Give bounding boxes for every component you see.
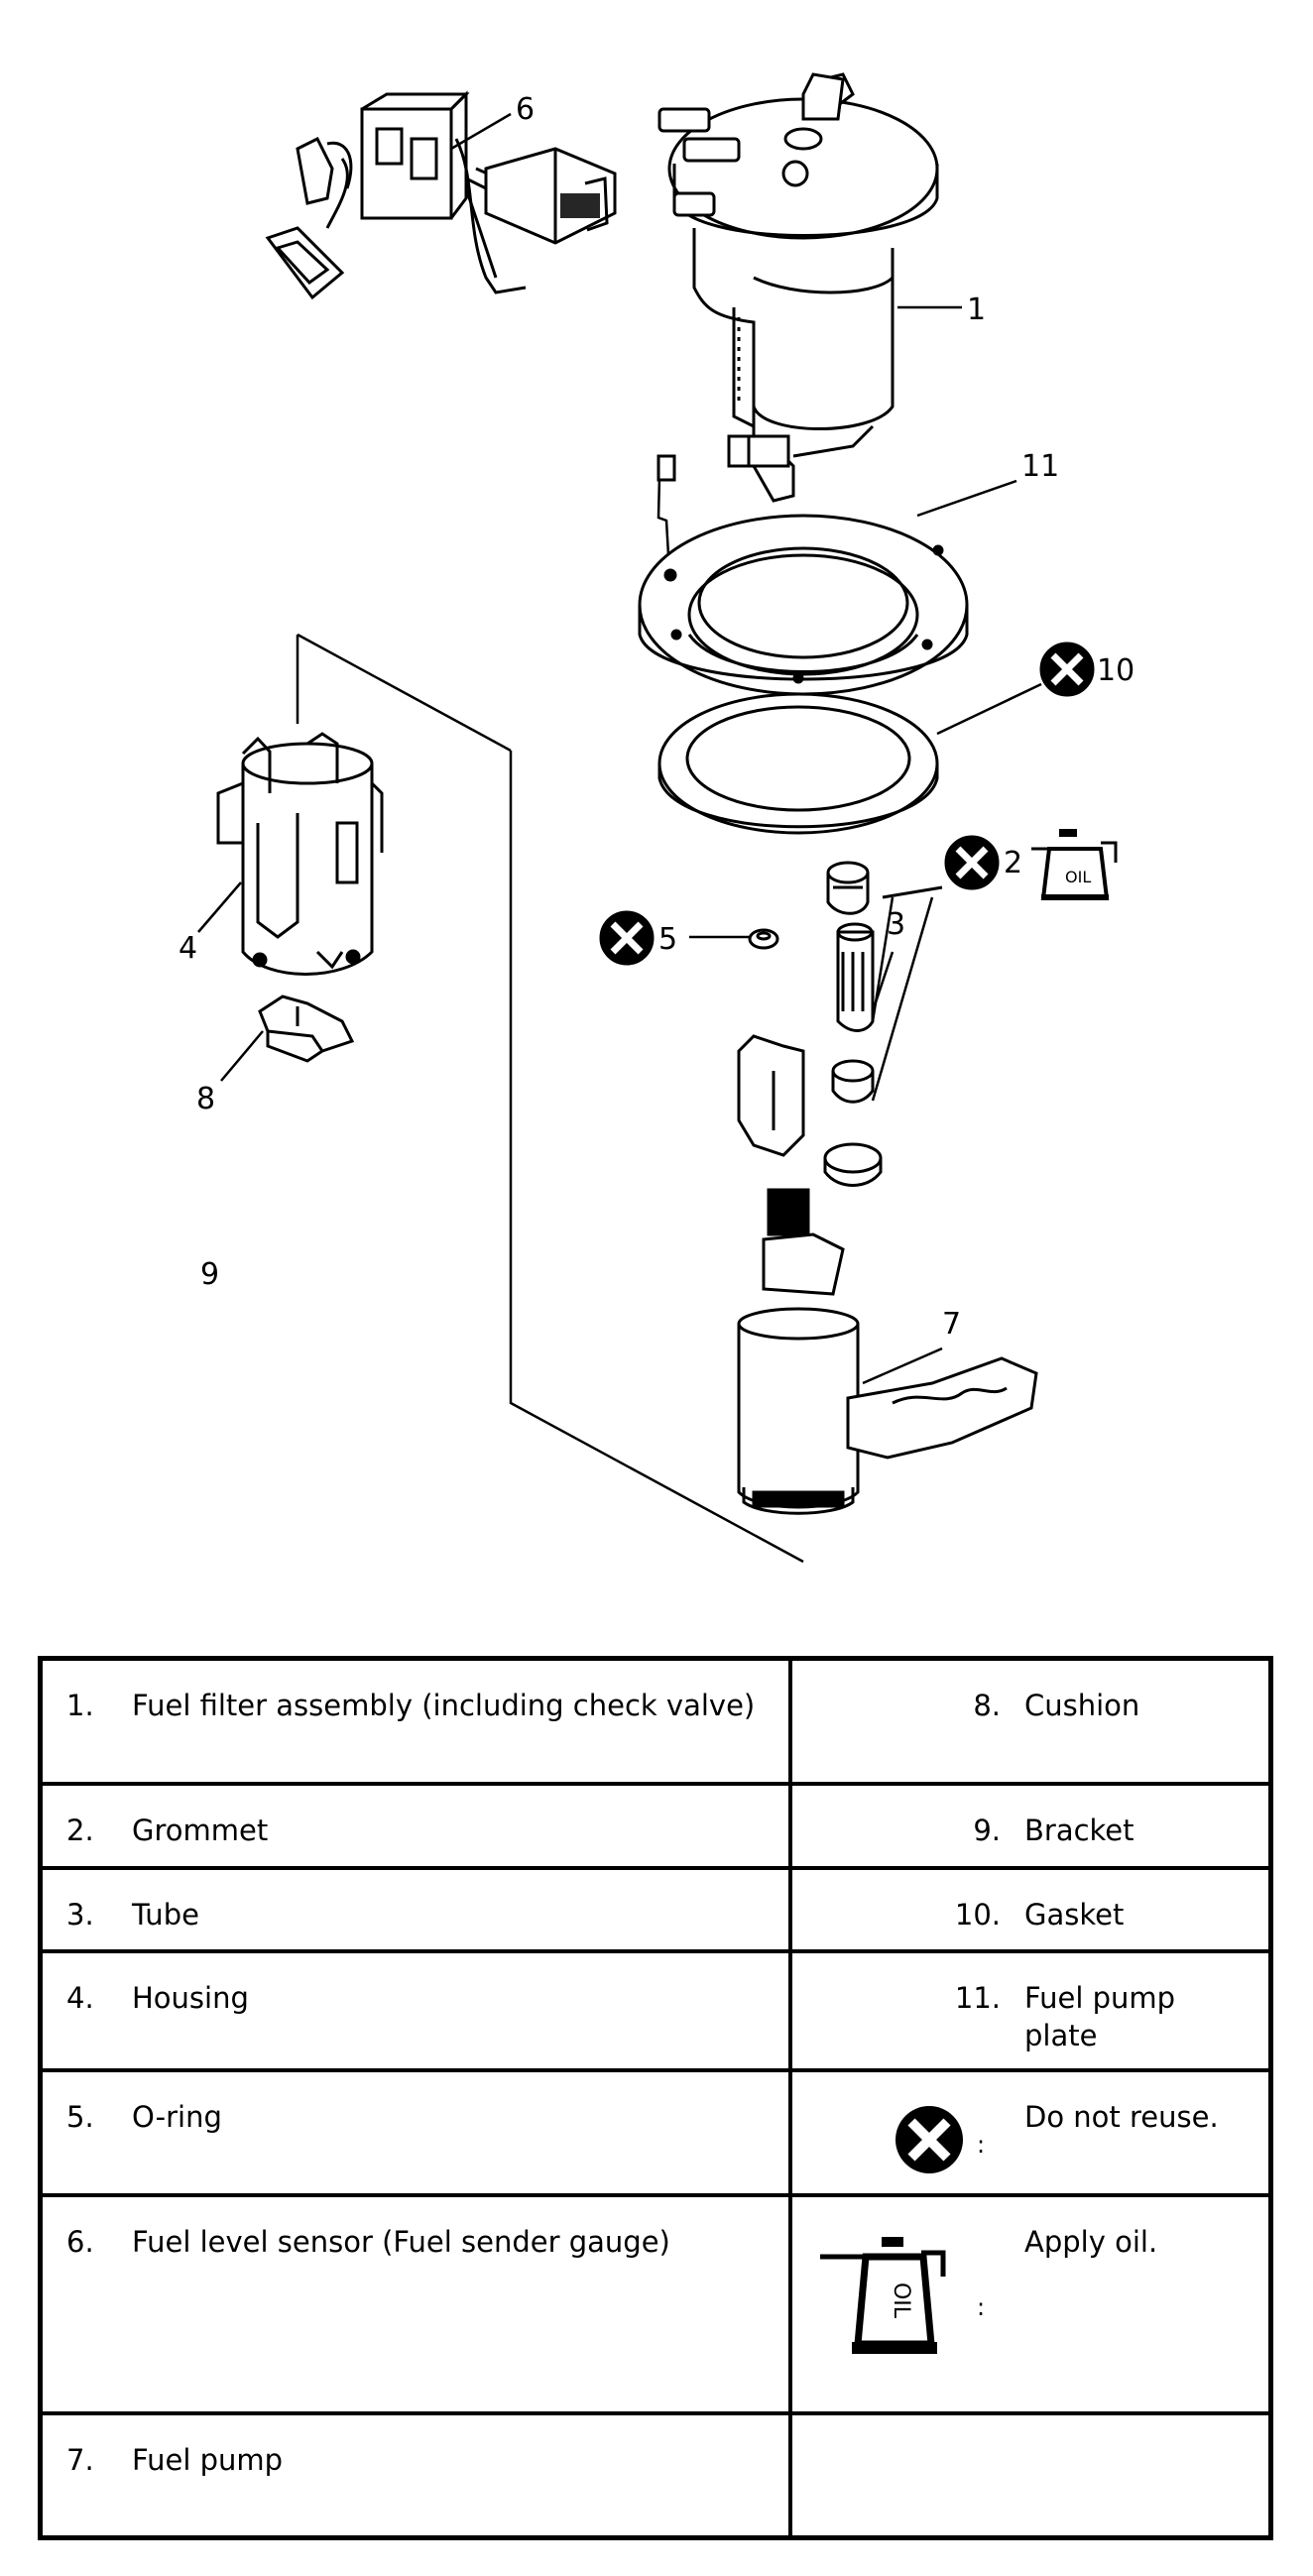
legend-row: 1. Fuel filter assembly (including check… <box>43 1661 1268 1782</box>
housing-drawing <box>197 732 384 976</box>
fuel-level-sensor-drawing <box>265 90 617 300</box>
o-ring-drawing <box>689 928 779 950</box>
legend-label: Grommet <box>132 1814 269 1847</box>
fuel-pump-drawing <box>737 1034 1038 1515</box>
do-not-reuse-icon <box>895 2106 963 2173</box>
callout-10: 10 <box>1097 653 1134 688</box>
legend-row: 3. Tube 10. Gasket <box>43 1866 1268 1949</box>
legend-number: 8. <box>973 1689 1001 1722</box>
callout-4: 4 <box>179 931 197 966</box>
do-not-reuse-symbol-2 <box>944 835 1000 890</box>
legend-label: Tube <box>132 1898 199 1932</box>
callout-9: 9 <box>200 1257 219 1292</box>
legend-row: 7. Fuel pump <box>43 2411 1268 2535</box>
legend-label: Gasket <box>1024 1898 1125 1932</box>
legend-label: Cushion <box>1024 1689 1140 1722</box>
callout-11: 11 <box>1021 449 1059 484</box>
cushion-drawing <box>220 995 355 1082</box>
legend-row: 4. Housing 11. Fuel pump plate <box>43 1949 1268 2068</box>
callout-1: 1 <box>967 293 986 327</box>
legend-number: 3. <box>66 1898 94 1932</box>
legend-label: Do not reuse. <box>1024 2100 1219 2134</box>
legend-number: 4. <box>66 1981 94 2015</box>
exploded-parts-diagram: 6 1 11 10 2 3 5 4 8 9 7 OIL <box>179 72 1134 1564</box>
empty-cell <box>792 2415 1268 2535</box>
legend-label: Housing <box>132 1981 249 2015</box>
assembly-guide-lines <box>296 633 804 1564</box>
legend-label: Fuel filter assembly (including check va… <box>132 1689 756 1722</box>
apply-oil-symbol <box>1031 829 1118 900</box>
legend-label: Fuel level sensor (Fuel sender gauge) <box>132 2225 670 2259</box>
legend-number: 7. <box>66 2443 94 2477</box>
legend-label: O-ring <box>132 2100 222 2134</box>
legend-number: 5. <box>66 2100 94 2134</box>
grommets-and-tube-drawing <box>823 861 943 1187</box>
callout-7: 7 <box>942 1307 961 1342</box>
callout-3: 3 <box>887 907 905 942</box>
legend-row: 5. O-ring : Do not reuse. <box>43 2068 1268 2193</box>
callout-5: 5 <box>658 922 677 957</box>
legend-colon: : <box>977 2131 986 2159</box>
callout-8: 8 <box>196 1082 215 1116</box>
apply-oil-icon: OIL <box>820 2237 946 2354</box>
legend-row: 2. Grommet 9. Bracket <box>43 1782 1268 1866</box>
callout-6: 6 <box>516 92 535 127</box>
legend-number: 11. <box>954 1981 1001 2015</box>
legend-label: Fuel pump plate <box>1024 1981 1176 2052</box>
do-not-reuse-symbol-5 <box>599 910 655 966</box>
legend-label: Apply oil. <box>1024 2225 1158 2259</box>
legend-number: 1. <box>66 1689 94 1722</box>
legend-label: Fuel pump <box>132 2443 284 2477</box>
legend-label: Bracket <box>1024 1814 1134 1847</box>
oil-icon-label: OIL <box>889 2283 913 2319</box>
do-not-reuse-symbol-10 <box>1039 642 1095 697</box>
oil-symbol-label: OIL <box>1065 868 1091 886</box>
fuel-filter-assembly-drawing <box>657 72 962 503</box>
fuel-pump-plate-drawing <box>638 454 1017 696</box>
legend-number: 9. <box>973 1814 1001 1847</box>
parts-legend-table: 1. Fuel filter assembly (including check… <box>38 1656 1273 2540</box>
legend-row: 6. Fuel level sensor (Fuel sender gauge)… <box>43 2193 1268 2411</box>
legend-number: 10. <box>954 1898 1001 1932</box>
gasket-drawing <box>657 682 1042 835</box>
legend-number: 2. <box>66 1814 94 1847</box>
callout-2: 2 <box>1004 846 1022 880</box>
legend-colon: : <box>977 2293 986 2321</box>
legend-number: 6. <box>66 2225 94 2259</box>
